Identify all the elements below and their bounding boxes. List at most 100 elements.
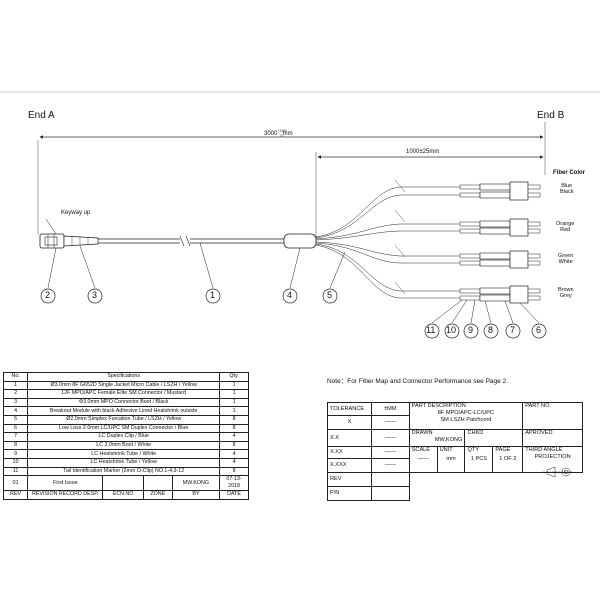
tol-row-xxx: X.XX bbox=[327, 446, 372, 459]
mpo-connector bbox=[39, 233, 65, 249]
unit-cell: UNIT mm bbox=[436, 446, 466, 473]
tol-value-x: —— bbox=[370, 415, 410, 430]
spec-desc: LC Heatshrink Tube / Yellow bbox=[27, 457, 221, 468]
spec-qty: 1 bbox=[219, 406, 249, 416]
callout-10: 10 bbox=[446, 325, 457, 335]
spec-no: 7 bbox=[2, 432, 29, 442]
part-description-2: SM LSZH Patchcord bbox=[440, 417, 492, 423]
spec-qty: 4 bbox=[219, 449, 249, 459]
rev-ecn bbox=[102, 475, 144, 492]
drawn-by: MW,KONG bbox=[434, 437, 463, 443]
callout-1: 1 bbox=[210, 290, 216, 300]
spec-no: 10 bbox=[2, 457, 29, 468]
spec-no: 6 bbox=[2, 423, 29, 434]
callout-11: 11 bbox=[426, 325, 436, 335]
projection-cell: THIRD ANGLE PROJECTION bbox=[522, 446, 583, 473]
spec-desc: LC Heatshrink Tube / White bbox=[27, 449, 221, 459]
tol-row-xxxx: X.XXX bbox=[327, 458, 372, 473]
scale-cell: SCALE —— bbox=[408, 446, 438, 473]
part-no-label: PART NO. bbox=[522, 402, 583, 430]
callout-7: 7 bbox=[510, 325, 516, 335]
callout-2: 2 bbox=[45, 290, 51, 300]
callout-8: 8 bbox=[488, 325, 494, 335]
rev-zone bbox=[142, 475, 173, 492]
rev-number: 01 bbox=[2, 475, 29, 492]
callout-leaders bbox=[47, 242, 540, 324]
spec-header-row: No. Specifications Qty. bbox=[2, 372, 249, 382]
footer-by: BY bbox=[171, 490, 221, 500]
fiber-color-title: Fiber Color bbox=[553, 170, 586, 176]
lc-duplex-group-4 bbox=[459, 285, 541, 304]
empty-cell bbox=[409, 487, 582, 501]
qty-cell: QTY 1 PCS bbox=[464, 446, 494, 473]
spec-desc: 12F MPO/APC Female Elite SM Connector / … bbox=[27, 389, 221, 399]
breakout-module bbox=[283, 233, 317, 249]
rev-by: MW.KONG bbox=[171, 475, 221, 492]
furcation-tubes bbox=[315, 179, 460, 299]
footer-record: REVISION RECORD DESP. bbox=[27, 490, 104, 500]
total-length-dimension bbox=[37, 122, 546, 235]
spec-no: 11 bbox=[2, 466, 29, 477]
spec-qty: 1 bbox=[219, 389, 249, 399]
main-cable bbox=[98, 235, 284, 247]
spec-desc: Tail Identification Marker (2mm O-Clip) … bbox=[27, 466, 221, 477]
spec-desc: Ø2.0mm Simplex Furcation Tube / LSZH / Y… bbox=[27, 414, 221, 425]
footer-rev: REV bbox=[2, 490, 29, 500]
spec-qty: 8 bbox=[219, 423, 249, 434]
spec-desc: Low Loss 2.0mm LC/UPC SM Duplex Connecto… bbox=[27, 423, 221, 434]
tolerance-label: TOLERANCE bbox=[327, 402, 372, 416]
keyway-label: Keyway up bbox=[61, 210, 91, 216]
lc-duplex-group-1 bbox=[459, 181, 541, 201]
callout-circles bbox=[40, 288, 547, 339]
spec-qty: 8 bbox=[219, 440, 249, 451]
rev-date: 07-13-2018 bbox=[219, 475, 249, 492]
spec-no: 1 bbox=[2, 380, 29, 391]
spec-no: 3 bbox=[2, 397, 29, 408]
spec-qty: 1 bbox=[219, 380, 249, 391]
spec-qty: 4 bbox=[219, 457, 249, 468]
spec-qty: 1 bbox=[219, 397, 249, 408]
scale-value: —— bbox=[417, 456, 429, 462]
page-label: PAGE bbox=[495, 447, 511, 453]
drawn-cell: DRAWN MW,KONG bbox=[408, 429, 466, 447]
qty-value: 1 PCS bbox=[470, 456, 487, 462]
callout-9: 9 bbox=[468, 325, 474, 335]
callout-5: 5 bbox=[327, 290, 333, 300]
unit-value: mm bbox=[446, 456, 456, 462]
callout-6: 6 bbox=[536, 325, 542, 335]
spec-no: 5 bbox=[2, 414, 29, 425]
tol-value-xx: —— bbox=[370, 429, 410, 447]
footer-date: DATE bbox=[219, 490, 249, 500]
title-block: TOLERANCE ±MM PART DESCRIPTION 8F MPO/AP… bbox=[327, 402, 583, 501]
mpo-boot bbox=[63, 235, 99, 247]
rev-record: First Issue bbox=[27, 475, 104, 492]
spec-desc: Ø3.0mm 8F G652D Single Jacket Micro Cabl… bbox=[27, 380, 221, 391]
page-cell: PAGE 1 OF 2 bbox=[492, 446, 524, 473]
unit-label: UNIT bbox=[439, 447, 453, 453]
unit-mm-label: ±MM bbox=[370, 402, 410, 416]
tol-row-x: X bbox=[327, 415, 372, 430]
pn-value bbox=[370, 486, 410, 501]
spec-qty: 8 bbox=[219, 414, 249, 425]
tol-value-xxxx: —— bbox=[370, 458, 410, 473]
spec-no: 4 bbox=[2, 406, 29, 416]
tol-value-xxx: —— bbox=[370, 446, 410, 459]
spec-header-no: No. bbox=[2, 372, 29, 382]
spec-desc: LC 2.0mm Boot / White bbox=[27, 440, 221, 451]
end-b-label: End B bbox=[537, 110, 565, 121]
breakout-length-label: 1000±25mm bbox=[406, 149, 440, 155]
part-description-label: PART DESCRIPTION bbox=[411, 403, 466, 409]
spec-qty: 4 bbox=[219, 432, 249, 442]
drawn-label: DRAWN bbox=[411, 430, 433, 436]
spec-desc: LC Duplex Clip / Blue bbox=[27, 432, 221, 442]
